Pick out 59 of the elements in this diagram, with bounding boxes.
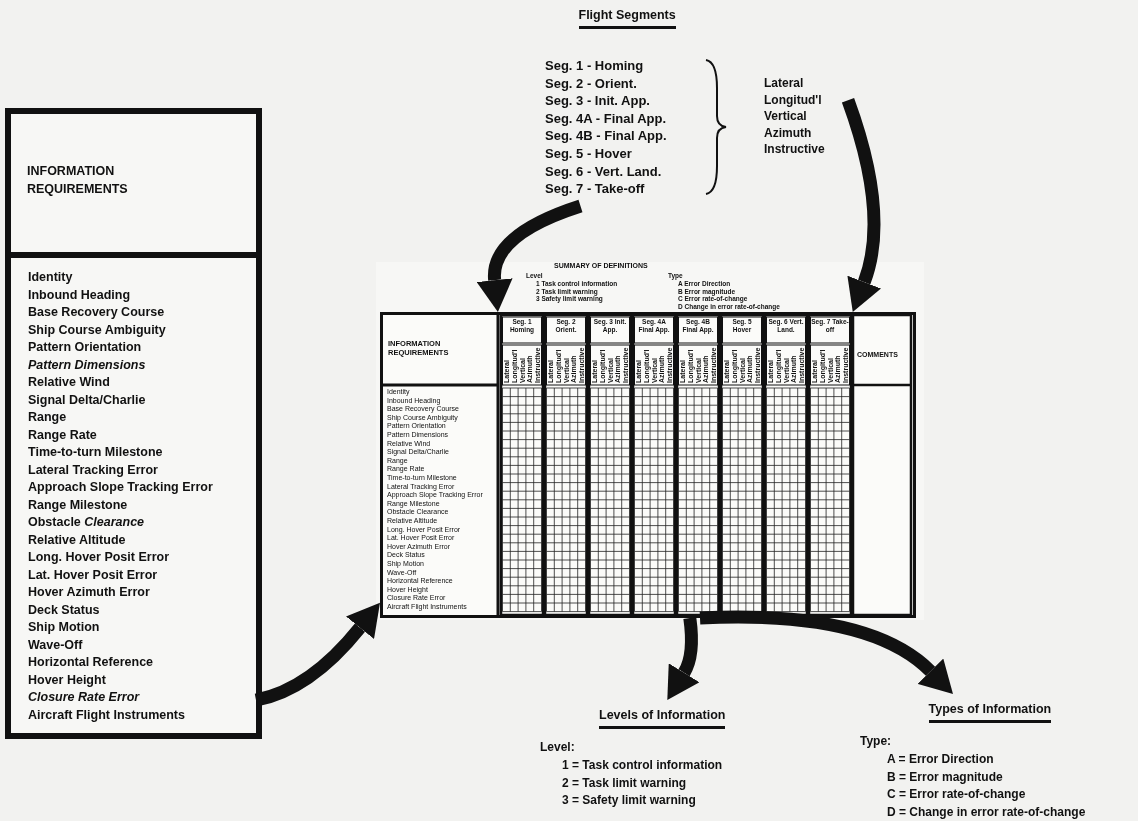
component-item: Azimuth: [764, 125, 812, 140]
curved-arrow: [668, 617, 700, 701]
requirement-item: Hover Azimuth Error: [28, 585, 150, 599]
segment-item: Seg. 1 - Homing: [545, 58, 644, 73]
requirement-item: Hover Height: [28, 672, 106, 687]
section-heading: Levels of Information: [599, 708, 726, 729]
definition-item: 2 = Task limit warning: [562, 775, 687, 790]
component-item: Vertical: [764, 109, 807, 123]
requirement-item: Deck Status: [28, 602, 100, 617]
component-item: Instructive: [764, 142, 825, 156]
requirement-item: Ship Course Ambiguity: [28, 322, 166, 337]
definition-heading: Level:: [540, 740, 575, 754]
definition-item: B = Error magnitude: [887, 769, 1003, 784]
requirement-item: Pattern Orientation: [28, 340, 142, 354]
section-heading: Types of Information: [928, 702, 1052, 723]
definition-item: C = Error rate-of-change: [887, 787, 1026, 801]
segment-item: Seg. 7 - Take-off: [545, 181, 645, 197]
information-requirements-panel: [5, 108, 262, 739]
panel-heading: INFORMATION REQUIREMENTS: [27, 163, 129, 198]
requirement-item: Wave-Off: [28, 637, 83, 652]
requirement-item: Lat. Hover Posit Error: [28, 567, 158, 582]
segment-item: Seg. 2 - Orient.: [545, 75, 637, 91]
requirement-item: Range Milestone: [28, 497, 128, 512]
segment-item: Seg. 4A - Final App.: [545, 110, 667, 126]
definition-item: 1 = Task control information: [562, 758, 723, 772]
requirement-item: Approach Slope Tracking Error: [28, 480, 213, 494]
requirement-item: Range Rate: [28, 427, 97, 442]
requirement-item: Signal Delta/Charlie: [28, 392, 146, 407]
requirement-item: Relative Wind: [28, 375, 110, 389]
segment-item: Seg. 3 - Init. App.: [545, 93, 650, 109]
definition-heading: Type:: [860, 734, 892, 748]
section-heading: Flight Segments: [578, 8, 676, 29]
requirement-item: Closure Rate Error: [28, 690, 140, 704]
curved-arrow: [254, 603, 381, 707]
requirement-item: Obstacle Clearance: [28, 515, 145, 529]
requirement-item: Horizontal Reference: [28, 655, 154, 669]
requirement-item: Range: [28, 410, 67, 424]
component-item: Lateral: [764, 76, 804, 90]
definition-item: 3 = Safety limit warning: [562, 793, 696, 807]
segment-item: Seg. 6 - Vert. Land.: [545, 163, 662, 179]
requirement-item: Identity: [28, 270, 73, 284]
curved-arrow: [699, 610, 955, 693]
requirement-item: Aircraft Flight Instruments: [28, 707, 185, 722]
requirement-item: Long. Hover Posit Error: [28, 550, 169, 564]
requirement-item: Inbound Heading: [28, 287, 131, 302]
requirement-item: Base Recovery Course: [28, 305, 165, 319]
curved-arrow: [476, 199, 583, 313]
curved-arrow: [841, 98, 882, 313]
segment-item: Seg. 5 - Hover: [545, 146, 632, 161]
definition-item: D = Change in error rate-of-change: [887, 804, 1086, 819]
requirement-item: Time-to-turn Milestone: [28, 445, 163, 459]
component-item: Longitud'l: [764, 92, 822, 107]
definition-item: A = Error Direction: [887, 752, 994, 766]
requirement-item: Lateral Tracking Error: [28, 462, 158, 477]
requirement-item: Relative Altitude: [28, 532, 126, 547]
requirement-item: Pattern Dimensions: [28, 357, 146, 372]
requirement-item: Ship Motion: [28, 620, 100, 634]
summary-sheet: [376, 262, 924, 620]
segment-item: Seg. 4B - Final App.: [545, 128, 667, 144]
